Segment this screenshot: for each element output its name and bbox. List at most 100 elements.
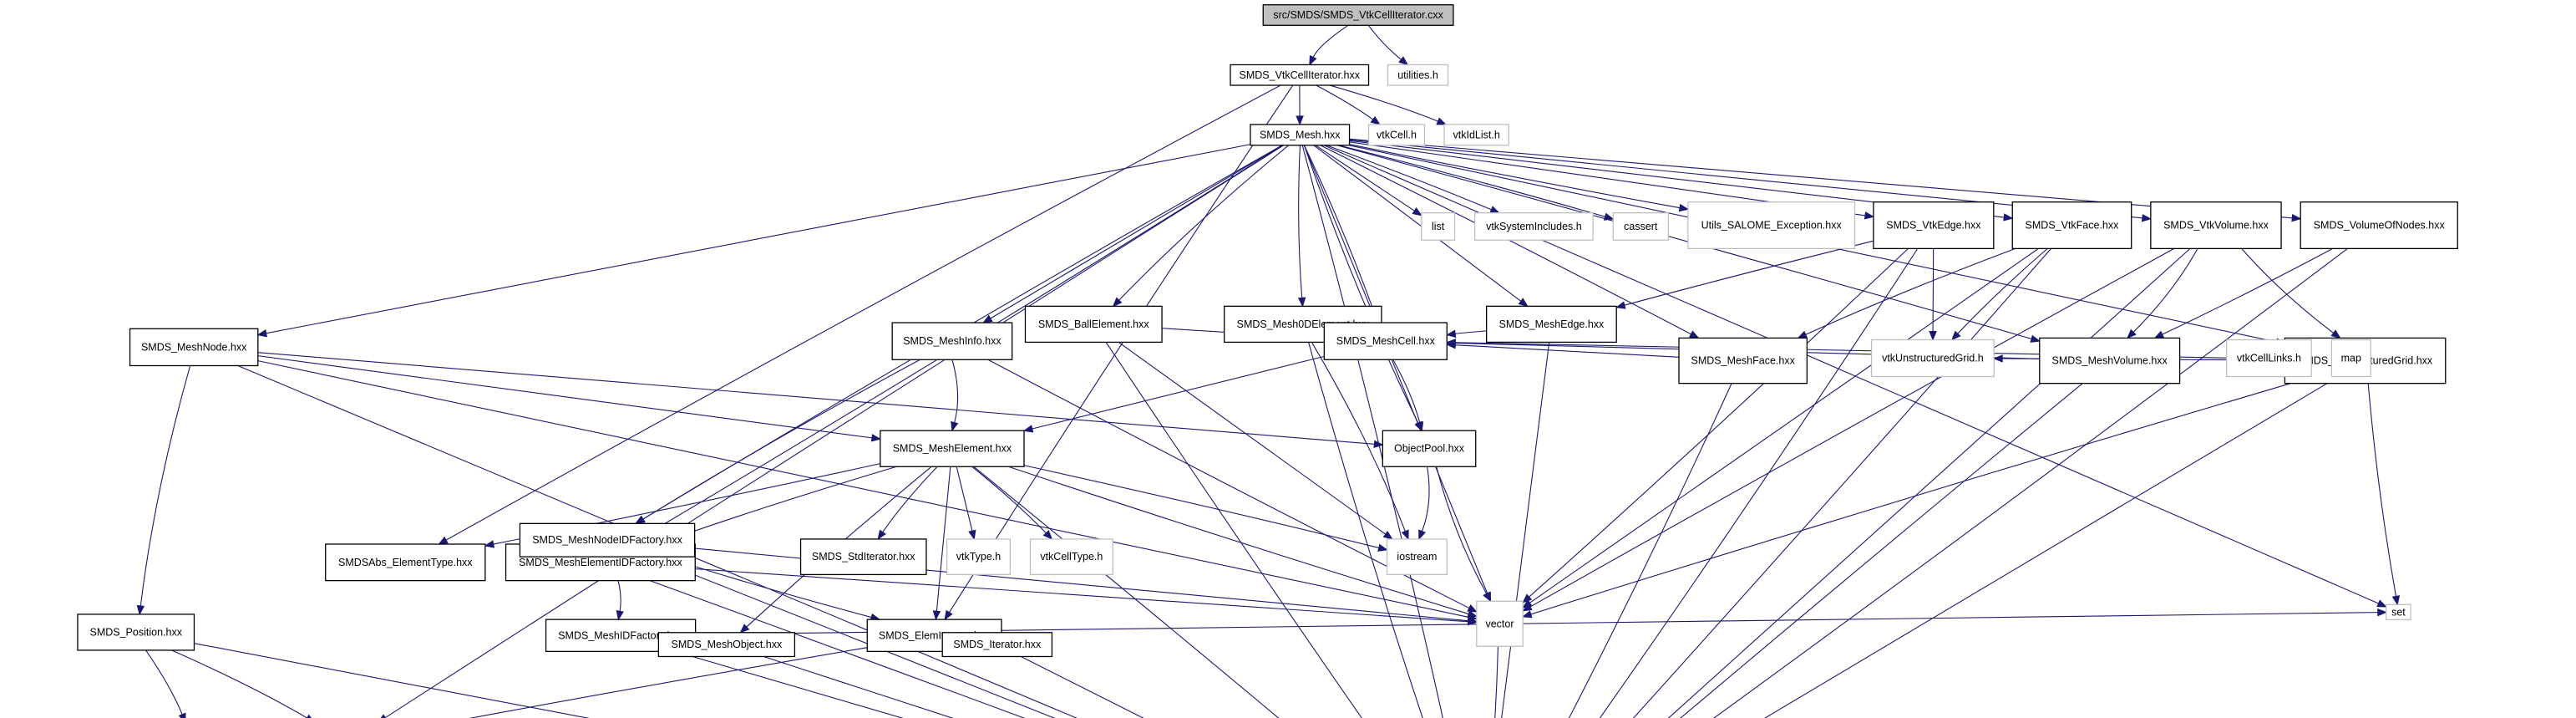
arrowhead-icon [932,610,941,621]
node-iterator[interactable]: SMDS_Iterator.hxx [941,632,1053,658]
node-vtkcelllinks: vtkCellLinks.h [2226,339,2312,378]
node-box [1029,538,1113,576]
edge-meshelement-to-vtktype [956,466,973,532]
node-vtkidlist: vtkIdList.h [1443,124,1509,146]
node-meshcell[interactable]: SMDS_MeshCell.hxx [1323,322,1448,360]
node-nodeidfactory[interactable]: SMDS_MeshNodeIDFactory.hxx [519,522,696,558]
edge-position-to-sharedptr [171,649,308,718]
arrowhead-icon [1864,211,1875,220]
node-label: SMDS_VtkCellIterator.hxx [1240,69,1361,81]
node-iostream: iostream [1386,538,1448,576]
node-meshface[interactable]: SMDS_MeshFace.hxx [1678,337,1808,384]
node-label: SMDS_VtkEdge.hxx [1886,220,1981,232]
node-label: set [2391,606,2406,618]
node-meshelement[interactable]: SMDS_MeshElement.hxx [880,430,1025,467]
node-meshnode[interactable]: SMDS_MeshNode.hxx [129,328,259,367]
node-label: vtkUnstructuredGrid.h [1882,353,1984,364]
edge-ugrid-to-vector [1529,383,2291,615]
edge-mesh0d-to-smeshsmds [1308,342,1423,718]
edge-volofnodes-to-smeshsmds [1713,247,2348,718]
node-root[interactable]: src/SMDS/SMDS_VtkCellIterator.cxx [1262,4,1454,26]
node-label: SMDS_MeshElement.hxx [893,443,1012,455]
node-mesh[interactable]: SMDS_Mesh.hxx [1250,124,1351,146]
edge-nodeidfactory-to-smeshsmds [648,556,1056,718]
arrowhead-icon [2153,330,2165,339]
arrowhead-icon [2141,214,2153,222]
node-volofnodes[interactable]: SMDS_VolumeOfNodes.hxx [2300,201,2458,250]
node-label: SMDS_MeshCell.hxx [1336,335,1436,347]
node-box [1873,201,1995,250]
node-label: SMDS_BallElement.hxx [1038,318,1149,330]
node-vtkcelliter[interactable]: SMDS_VtkCellIterator.hxx [1230,64,1370,86]
node-label: SMDS_MeshEdge.hxx [1499,318,1605,330]
nodes-layer: src/SMDS/SMDS_VtkCellIterator.cxxSMDS_Vt… [77,4,2458,658]
arrowhead-icon [438,536,449,545]
arrowhead-icon [739,624,750,634]
node-label: SMDS_VolumeOfNodes.hxx [2314,220,2446,232]
edge-meshcell-to-objectpool [1392,359,1421,424]
edge-vtkface-to-smeshsmds [1632,248,2051,718]
node-vtkface[interactable]: SMDS_VtkFace.hxx [2011,201,2132,250]
node-label: map [2341,353,2361,364]
edge-vtkvolume-to-meshvolume [2132,248,2198,334]
node-label: iostream [1397,551,1437,563]
node-meshedge[interactable]: SMDS_MeshEdge.hxx [1486,305,1617,344]
node-label: cassert [1624,221,1658,232]
edge-meshelement-to-vtkcelltype [971,466,1047,534]
node-position[interactable]: SMDS_Position.hxx [77,614,195,651]
arrowhead-icon [1377,543,1388,552]
arrowhead-icon [1467,609,1478,618]
node-abselemtype[interactable]: SMDSAbs_ElementType.hxx [325,543,486,582]
edge-ballelem-to-smeshsmds [1105,342,1362,718]
node-box [1323,322,1448,360]
node-objectpool[interactable]: ObjectPool.hxx [1382,430,1477,467]
edge-ballelem-to-iostream [1118,341,1387,536]
node-label: SMDS_VtkFace.hxx [2026,220,2120,232]
edge-meshelement-to-elemiter [936,466,951,613]
node-box [1486,305,1617,344]
arrowhead-icon [1467,617,1478,625]
edge-vtkvolume-to-vector [1529,247,2175,608]
node-label: vtkSystemIncludes.h [1486,221,1582,232]
node-vtkvolume[interactable]: SMDS_VtkVolume.hxx [2150,201,2282,250]
arrowhead-icon [635,515,646,525]
node-label: SMDS_MeshObject.hxx [672,639,783,650]
node-ballelem[interactable]: SMDS_BallElement.hxx [1024,305,1163,344]
edge-vtkvolume-to-ugrid [2241,248,2335,334]
node-label: SMDS_MeshNodeIDFactory.hxx [532,534,682,546]
arrowhead-icon [1467,604,1478,613]
node-meshinfo[interactable]: SMDS_MeshInfo.hxx [891,322,1013,360]
arrowhead-icon [968,529,976,541]
edge-meshnode-to-position [139,365,191,608]
node-vtkedge[interactable]: SMDS_VtkEdge.hxx [1873,201,1995,250]
node-label: SMDS_Mesh.hxx [1260,129,1341,140]
edge-mesh-to-list [1315,145,1416,212]
arrowhead-icon [1489,206,1500,214]
arrowhead-icon [256,329,268,338]
node-box [1262,4,1454,26]
node-box [946,538,1012,576]
edge-meshobject-to-smeshsmds [763,655,954,718]
edge-vtkcelliter-to-vtkcell [1316,84,1374,121]
arrowhead-icon [1483,591,1492,603]
node-utilsexc: Utils_SALOME_Exception.hxx [1687,201,1856,250]
node-stditer[interactable]: SMDS_StdIterator.hxx [799,538,927,576]
node-label: vtkType.h [956,551,1001,563]
node-box [1230,64,1370,86]
node-label: SMDS_MeshVolume.hxx [2052,355,2168,367]
edge-meshelement-to-iostream [1023,465,1380,549]
edge-mesh-to-objectpool [1303,145,1419,425]
node-map: map [2330,339,2371,378]
edge-ugrid-to-set [2367,383,2397,598]
arrowhead-icon [877,529,886,541]
edge-mesh-to-meshcell [1303,145,1377,316]
node-meshobject[interactable]: SMDS_MeshObject.hxx [657,632,796,658]
edge-meshedge-to-smeshsmds [1501,342,1550,718]
arrowhead-icon [1522,603,1533,612]
edge-meshvolume-to-smeshsmds [1680,383,2083,718]
node-box [1443,124,1509,146]
edge-meshelement-to-smeshsmds [973,466,1280,718]
node-box [1612,211,1669,241]
node-meshvolume[interactable]: SMDS_MeshVolume.hxx [2039,337,2181,384]
node-vtksysinc: vtkSystemIncludes.h [1473,211,1594,241]
